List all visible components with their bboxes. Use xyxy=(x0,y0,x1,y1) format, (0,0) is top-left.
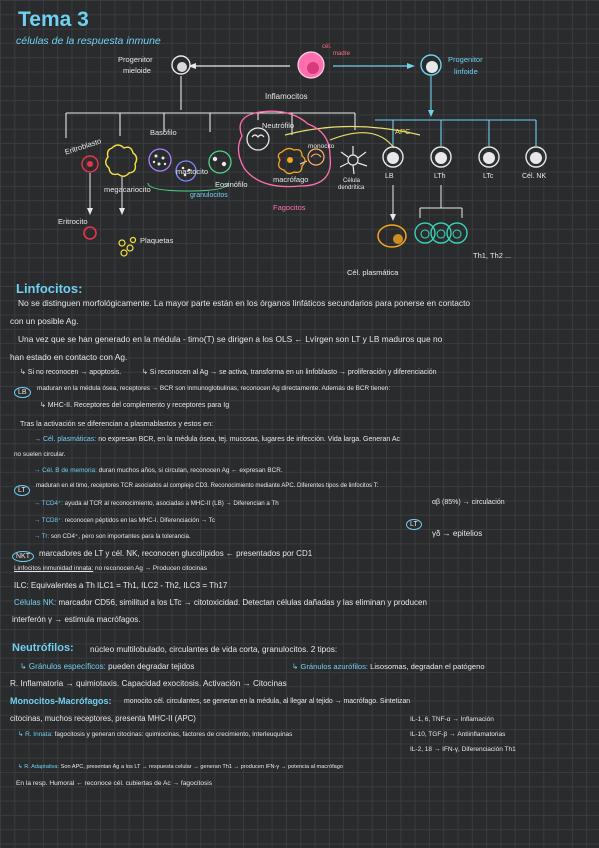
label-plaquetas: Plaquetas xyxy=(140,236,174,245)
label-inflamacitos: Inflamocitos xyxy=(265,92,308,101)
note-line: R. Inflamatoria → quimiotaxis. Capacidad… xyxy=(10,679,287,688)
lth-cell-icon xyxy=(430,146,452,168)
note-line: monocito cél. circulantes, se generan en… xyxy=(124,698,411,705)
label-progenitor-linfoide-2: linfoide xyxy=(454,67,478,76)
label-celula-dendritica-1: Célula xyxy=(343,178,361,184)
neutrophil-icon xyxy=(246,127,270,151)
label-cel-nk: Cél. NK xyxy=(522,173,547,180)
label-neutrofilo: Neutrófilo xyxy=(262,121,295,130)
note-line: han estado en contacto con Ag. xyxy=(10,352,128,362)
label-th: Th1, Th2 ... xyxy=(473,251,512,260)
note-line: ↳ Gránulos azurófilos: Lisosomas, degrad… xyxy=(292,662,485,671)
page-title: Tema 3 xyxy=(18,8,89,31)
note-line: → TCD8⁺: reconocen péptidos en las MHC-I… xyxy=(34,517,215,524)
nkt-tag: NKT xyxy=(12,545,34,563)
label-granulocitos: granulocitos xyxy=(190,192,228,199)
basophil-icon xyxy=(148,148,172,172)
label-macrofago: macrófago xyxy=(273,175,309,184)
note-line: no suelen circular. xyxy=(14,451,66,458)
lymphoid-progenitor-icon xyxy=(420,54,442,76)
erythrocyte-icon xyxy=(83,226,97,240)
label-cel-madre-1: cél. xyxy=(322,44,332,50)
label-fagocitos: Fagocitos xyxy=(273,203,306,212)
label-monocito: monocito xyxy=(308,143,335,150)
label-basofilo: Basófilo xyxy=(150,128,177,137)
section-title-neutrofilos: Neutrófilos: xyxy=(12,642,74,654)
label-lth: LTh xyxy=(434,173,446,180)
note-line: ↳ R. Innata: fagocitosis y generan citoc… xyxy=(18,731,293,738)
cell-lineage-diagram xyxy=(65,51,547,257)
note-line: αβ (85%) → circulación xyxy=(432,499,505,506)
note-line: IL-2, 18 → IFN-γ, Diferenciación Th1 xyxy=(410,746,516,753)
platelets-icon xyxy=(118,236,137,257)
monocyte-icon xyxy=(307,148,325,166)
note-line: → TCD4⁺: ayuda al TCR al reconocimiento,… xyxy=(34,500,279,507)
note-line: Una vez que se han generado en la médula… xyxy=(18,334,443,344)
lt-small-tag: LT xyxy=(406,513,422,531)
label-progenitor-mieloide-2: mieloide xyxy=(123,66,151,75)
note-line: ↳ R. Adaptativa: Son APC, presentan Ag a… xyxy=(18,764,343,770)
note-line: maduran en la médula ósea, receptores → … xyxy=(37,385,391,392)
note-line: γδ → epitelios xyxy=(432,529,483,538)
note-line: Linfocitos inmunidad innata: no reconoce… xyxy=(14,565,207,572)
eosinophil-icon xyxy=(208,150,232,174)
label-progenitor-mieloide-1: Progenitor xyxy=(118,55,153,64)
label-ltc: LTc xyxy=(483,173,494,180)
note-line: ↳ MHC-II. Receptores del complemento y r… xyxy=(40,402,230,409)
note-line: → Cél. B de memoria: duran muchos años, … xyxy=(34,467,283,474)
note-line: marcadores de LT y cél. NK, reconocen gl… xyxy=(39,549,313,558)
th-cells-icon xyxy=(414,222,468,244)
label-eritrocito: Eritrocito xyxy=(58,217,88,226)
note-line: No se distinguen morfológicamente. La ma… xyxy=(18,298,471,308)
erythroblast-icon xyxy=(81,155,99,173)
plasma-cell-icon xyxy=(377,224,407,248)
note-line: ILC: Equivalentes a Th ILC1 = Th1, ILC2 … xyxy=(14,581,228,590)
label-lb: LB xyxy=(385,173,394,180)
stem-cell-icon xyxy=(297,51,325,79)
label-eosinofilo: Eosinófilo xyxy=(215,180,248,189)
note-line: citocinas, muchos receptores, presenta M… xyxy=(10,714,196,723)
label-cel-madre-2: madre xyxy=(333,51,351,57)
lb-tag: LB xyxy=(14,381,31,399)
note-line: ↳ Si reconocen al Ag → se activa, transf… xyxy=(142,369,437,376)
lt-tag: LT xyxy=(14,479,30,497)
page-subtitle: células de la respuesta inmune xyxy=(16,35,161,47)
myeloid-progenitor-icon xyxy=(171,55,191,75)
note-line: IL-10, TGF-β → Antiinflamatorias xyxy=(410,731,506,738)
mastocyte-icon xyxy=(175,160,197,182)
label-progenitor-linfoide-1: Progenitor xyxy=(448,55,483,64)
note-line: Células NK: marcador CD56, similitud a l… xyxy=(14,598,427,607)
note-line: núcleo multilobulado, circulantes de vid… xyxy=(90,645,338,654)
lb-cell-icon xyxy=(382,146,404,168)
note-line: ↳ Si no reconocen → apoptosis. xyxy=(20,369,122,376)
note-line: → Tr: son CD4⁺, pero son importantes par… xyxy=(34,533,191,540)
label-mastocito: mastocito xyxy=(176,167,209,176)
label-apc: APC xyxy=(395,127,411,136)
note-line: interferón γ → estimula macrófagos. xyxy=(12,615,141,624)
macrophage-icon xyxy=(277,147,306,175)
note-line: → Cél. plasmáticas: no expresan BCR, en … xyxy=(34,436,401,443)
section-title-monocitos: Monocitos-Macrófagos: xyxy=(10,696,112,706)
label-celula-dendritica-2: dendrítica xyxy=(338,185,365,191)
ltc-cell-icon xyxy=(478,146,500,168)
note-line: IL-1, 6, TNF-α → Inflamación xyxy=(410,716,494,723)
note-line: En la resp. Humoral ← reconoce cél. cubi… xyxy=(16,780,213,787)
note-line: con un posible Ag. xyxy=(10,316,79,326)
note-line: maduran en el timo, receptores TCR asoci… xyxy=(36,483,379,489)
note-line: Tras la activación se diferencian a plas… xyxy=(20,419,214,428)
label-megacariocito: megacariocito xyxy=(104,185,151,194)
section-title-linfocitos: Linfocitos: xyxy=(16,281,83,296)
label-cel-plasmatica: Cél. plasmática xyxy=(347,268,399,277)
note-line: ↳ Gránulos específicos: pueden degradar … xyxy=(20,662,195,671)
nk-cell-icon xyxy=(525,146,547,168)
megakaryocyte-icon xyxy=(105,144,138,177)
dendritic-cell-icon xyxy=(339,146,368,175)
